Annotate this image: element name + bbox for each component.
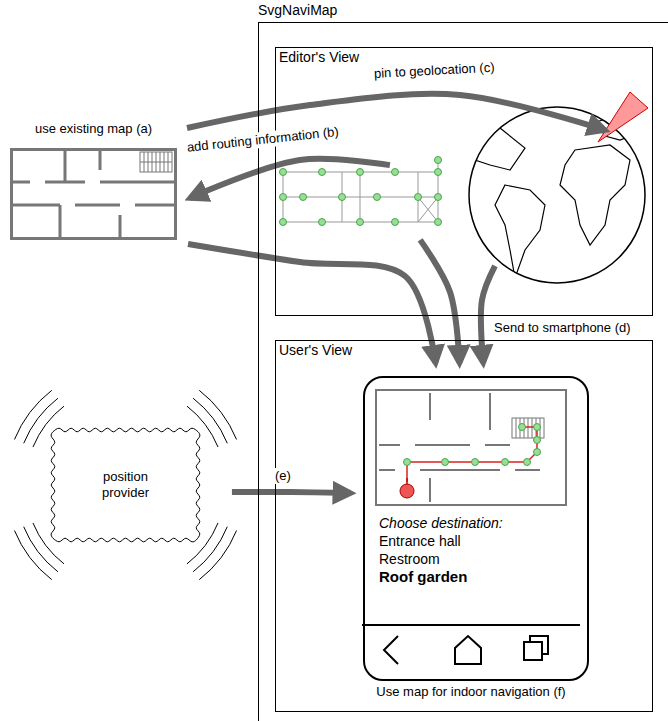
graph-vertex [357,169,364,176]
smartphone: Choose destination:Entrance hallRestroom… [363,376,589,681]
signal-wave [187,523,218,564]
graph-link [418,197,438,222]
graph-vertex [280,194,287,201]
floor-plan-walls [13,151,174,237]
graph-vertex [280,169,287,176]
graph-vertex [339,194,346,201]
screen-plan [376,390,566,505]
signal-wave [24,398,58,443]
user-view-panel: User's ViewChoose destination:Entrance h… [275,340,653,712]
continent [560,145,630,245]
recent-icon [530,636,548,654]
process-arrow [232,492,351,493]
graph-vertex [392,219,399,226]
graph-vertex [392,169,399,176]
location-pin [598,92,648,142]
continent [468,128,525,170]
continent [495,185,545,278]
graph-vertex [435,169,442,176]
panel-heading: Editor's View [279,49,359,67]
edge-label: add routing information (b) [184,124,341,156]
caption-label: Use map for indoor navigation (f) [362,684,580,699]
graph-link [418,197,438,222]
signal-wave [24,527,58,572]
signal-wave [14,531,51,580]
route-waypoint [534,449,541,456]
process-arrow [187,94,605,130]
provider-border [51,428,200,542]
wall [379,393,540,502]
route-waypoint [404,459,411,466]
globe-outline [469,107,645,283]
route-waypoint [519,424,526,431]
stairs-steps [140,152,172,172]
graph-vertex [435,157,442,164]
position-dot [400,484,414,498]
editor-view-panel: Editor's View [275,47,653,316]
process-arrow [188,244,436,363]
globe [468,92,648,283]
graph-vertex [435,219,442,226]
stairs [140,152,172,172]
route-waypoint [442,459,449,466]
signal-wave [187,406,218,447]
floor-plan-map: use existing map (a) [10,148,177,240]
stairs [512,418,544,438]
route-waypoint [524,459,531,466]
nav-divider [362,624,580,626]
route-waypoint [534,424,541,431]
graph-vertex [319,219,326,226]
signal-wave [33,406,64,447]
route-waypoints [404,424,541,466]
panel-heading: User's View [279,342,352,360]
wall [13,151,174,237]
signal-wave [199,531,236,580]
map-caption: use existing map (a) [10,121,177,137]
graph-vertex [374,194,381,201]
routing-graph [280,157,442,226]
route-waypoint [534,437,541,444]
route-waypoint [502,459,509,466]
phone-screen-map [376,390,566,505]
back-icon [384,636,398,664]
process-arrow [190,159,390,198]
edge-label: Send to smartphone (d) [492,320,633,336]
process-arrow [420,240,459,363]
graph-vertex [319,169,326,176]
process-arrow [481,266,495,363]
edge-label: (e) [273,468,293,484]
panel-heading: SvgNaviMap [258,2,337,20]
signal-wave [14,390,51,439]
signal-wave [199,390,236,439]
route [407,427,537,482]
position-provider: position provider [53,430,198,540]
graph-vertex [357,219,364,226]
system-frame: SvgNaviMapEditor's ViewUser's ViewChoose… [258,0,668,721]
route-waypoint [472,459,479,466]
signal-wave [193,398,227,443]
graph-vertex [300,194,307,201]
graph-vertex [435,194,442,201]
signal-wave [193,527,227,572]
graph-vertex [415,194,422,201]
home-icon [455,636,481,664]
recent-icon [524,642,542,660]
menu-item: Roof garden [379,568,587,586]
menu-heading: Choose destination: [379,514,587,532]
edge-label: pin to geolocation (c) [372,59,497,81]
phone-nav-bar [362,625,580,664]
menu-item: Restroom [379,550,587,568]
provider-label: position provider [86,469,166,502]
menu-item: Entrance hall [379,532,587,550]
graph-vertex [280,219,287,226]
signal-wave [33,523,64,564]
